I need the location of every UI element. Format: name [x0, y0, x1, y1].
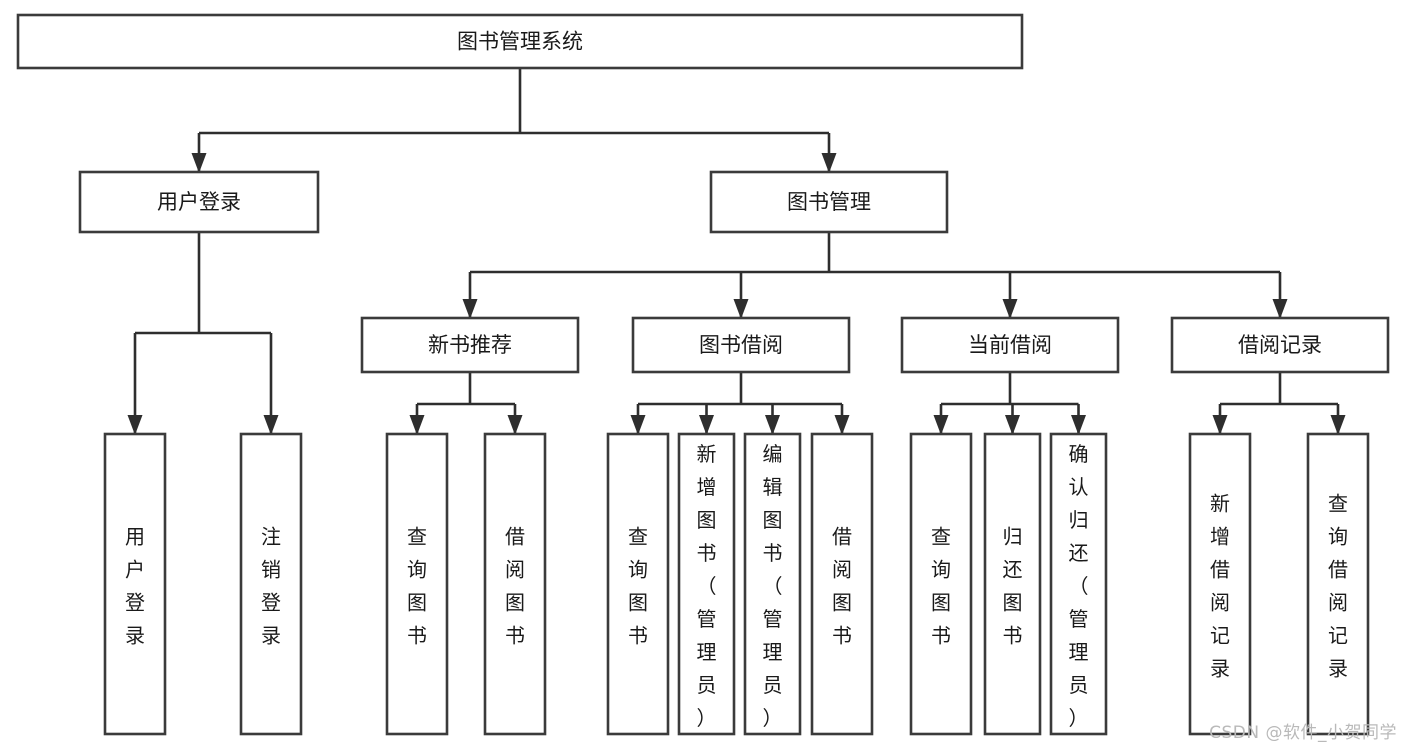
arrow-head-user-login	[191, 153, 207, 173]
arrow-head-leaf-logout	[263, 415, 279, 435]
arrow-head-leaf-add-book	[699, 415, 714, 435]
node-box-user-login[interactable]	[78, 170, 320, 234]
node-book-borrow[interactable]: 图书借阅	[631, 316, 851, 374]
node-leaf-query-book-2[interactable]: 查询图书	[606, 432, 670, 736]
node-leaf-confirm-return[interactable]: 确认归还（管理员）	[1049, 432, 1108, 736]
node-label-leaf-user-login: 用户登录	[125, 525, 145, 648]
arrow-head-leaf-query-book-3	[933, 415, 949, 435]
node-box-book-manage[interactable]	[709, 170, 949, 234]
node-box-leaf-add-record[interactable]	[1188, 432, 1252, 736]
node-label-leaf-query-record: 查询借阅记录	[1328, 492, 1348, 681]
node-leaf-add-record[interactable]: 新增借阅记录	[1188, 432, 1252, 736]
node-label-leaf-add-record: 新增借阅记录	[1210, 492, 1230, 681]
node-leaf-add-book[interactable]: 新增图书（管理员）	[677, 432, 736, 736]
arrow-head-leaf-user-login	[127, 415, 143, 435]
node-box-leaf-borrow-book-2[interactable]	[810, 432, 874, 736]
arrow-head-leaf-query-record	[1330, 415, 1346, 435]
arrow-head-new-book-rec	[462, 299, 478, 319]
node-label-leaf-borrow-book-1: 借阅图书	[505, 525, 525, 648]
node-box-leaf-query-book-3[interactable]	[909, 432, 973, 736]
node-leaf-return-book[interactable]: 归还图书	[983, 432, 1042, 736]
node-box-root[interactable]	[16, 13, 1024, 70]
node-label-leaf-borrow-book-2: 借阅图书	[832, 525, 852, 648]
node-label-borrow-record: 借阅记录	[1238, 333, 1322, 357]
node-box-leaf-confirm-return[interactable]	[1049, 432, 1108, 736]
node-box-leaf-add-book[interactable]	[677, 432, 736, 736]
csdn-watermark: CSDN @软件_小贺同学	[1209, 723, 1397, 743]
node-book-manage[interactable]: 图书管理	[709, 170, 949, 234]
node-leaf-query-record[interactable]: 查询借阅记录	[1306, 432, 1370, 736]
arrow-head-current-borrow	[1002, 299, 1018, 319]
node-box-leaf-return-book[interactable]	[983, 432, 1042, 736]
node-box-borrow-record[interactable]	[1170, 316, 1390, 374]
arrow-head-leaf-confirm-return	[1071, 415, 1086, 435]
node-borrow-record[interactable]: 借阅记录	[1170, 316, 1390, 374]
node-box-new-book-rec[interactable]	[360, 316, 580, 374]
arrow-head-leaf-borrow-book-1	[507, 415, 523, 435]
node-label-leaf-query-book-1: 查询图书	[407, 525, 427, 648]
arrow-head-leaf-borrow-book-2	[834, 415, 850, 435]
node-box-leaf-borrow-book-1[interactable]	[483, 432, 547, 736]
arrow-head-leaf-query-book-2	[630, 415, 646, 435]
node-box-leaf-user-login[interactable]	[103, 432, 167, 736]
node-label-leaf-query-book-3: 查询图书	[931, 525, 951, 648]
node-box-leaf-query-book-2[interactable]	[606, 432, 670, 736]
node-layer: 图书管理系统用户登录图书管理新书推荐图书借阅当前借阅借阅记录用户登录注销登录查询…	[16, 13, 1390, 736]
node-user-login[interactable]: 用户登录	[78, 170, 320, 234]
node-label-leaf-logout: 注销登录	[261, 525, 281, 648]
node-label-book-manage: 图书管理	[787, 190, 871, 214]
node-label-leaf-edit-book: 编辑图书（管理员）	[763, 442, 783, 730]
node-leaf-logout[interactable]: 注销登录	[239, 432, 303, 736]
node-label-leaf-query-book-2: 查询图书	[628, 525, 648, 648]
node-leaf-query-book-1[interactable]: 查询图书	[385, 432, 449, 736]
node-label-leaf-confirm-return: 确认归还（管理员）	[1069, 442, 1089, 730]
node-label-leaf-return-book: 归还图书	[1003, 525, 1023, 648]
node-box-leaf-edit-book[interactable]	[743, 432, 802, 736]
node-box-leaf-logout[interactable]	[239, 432, 303, 736]
node-label-leaf-add-book: 新增图书（管理员）	[697, 442, 717, 730]
node-label-current-borrow: 当前借阅	[968, 333, 1052, 357]
node-leaf-user-login[interactable]: 用户登录	[103, 432, 167, 736]
node-new-book-rec[interactable]: 新书推荐	[360, 316, 580, 374]
node-label-book-borrow: 图书借阅	[699, 333, 783, 357]
node-label-root: 图书管理系统	[457, 30, 583, 54]
arrow-head-leaf-query-book-1	[409, 415, 425, 435]
arrow-head-leaf-return-book	[1005, 415, 1020, 435]
node-box-current-borrow[interactable]	[900, 316, 1120, 374]
node-leaf-query-book-3[interactable]: 查询图书	[909, 432, 973, 736]
node-leaf-borrow-book-2[interactable]: 借阅图书	[810, 432, 874, 736]
node-label-user-login: 用户登录	[157, 190, 241, 214]
node-leaf-borrow-book-1[interactable]: 借阅图书	[483, 432, 547, 736]
node-box-leaf-query-record[interactable]	[1306, 432, 1370, 736]
arrow-head-leaf-edit-book	[765, 415, 780, 435]
connector-layer	[127, 68, 1346, 435]
arrow-head-book-manage	[821, 153, 837, 173]
arrow-head-book-borrow	[733, 299, 749, 319]
node-leaf-edit-book[interactable]: 编辑图书（管理员）	[743, 432, 802, 736]
node-root[interactable]: 图书管理系统	[16, 13, 1024, 70]
node-box-leaf-query-book-1[interactable]	[385, 432, 449, 736]
arrow-head-borrow-record	[1272, 299, 1288, 319]
node-label-new-book-rec: 新书推荐	[428, 333, 512, 357]
arrow-head-leaf-add-record	[1212, 415, 1228, 435]
node-box-book-borrow[interactable]	[631, 316, 851, 374]
node-current-borrow[interactable]: 当前借阅	[900, 316, 1120, 374]
